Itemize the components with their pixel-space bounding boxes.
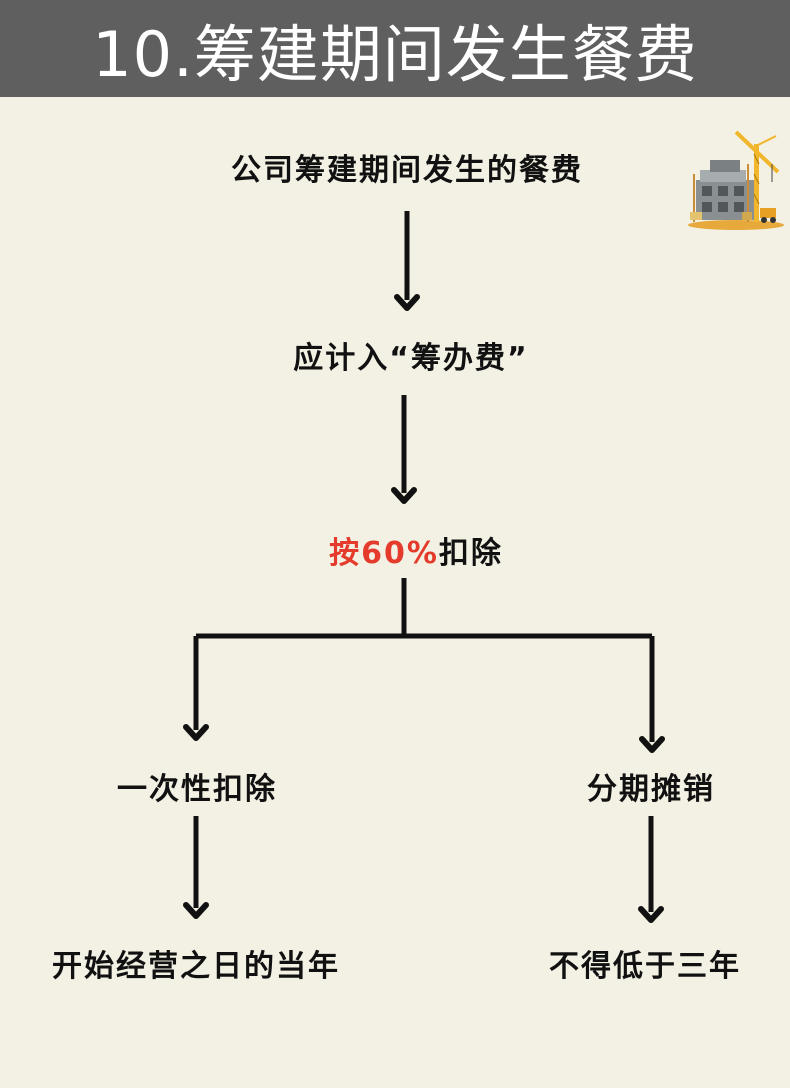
node-right-result: 不得低于三年 xyxy=(549,949,741,984)
node-deduction-rate: 按60%扣除 xyxy=(329,528,503,572)
arrow-2-head xyxy=(391,487,417,504)
arrow-right-head xyxy=(638,906,664,923)
node-left-result: 开始经营之日的当年 xyxy=(52,949,340,984)
node-one-time-deduction: 一次性扣除 xyxy=(117,772,277,807)
node-company-meal-expense: 公司筹建期间发生的餐费 xyxy=(231,153,583,188)
page-title: 10.筹建期间发生餐费 xyxy=(0,0,790,97)
branch-right-head xyxy=(639,736,665,753)
construction-building-icon xyxy=(688,130,784,230)
node-amortization: 分期摊销 xyxy=(587,772,715,807)
node-preparation-fee: 应计入“筹办费” xyxy=(293,341,529,376)
branch-left-head xyxy=(183,724,209,741)
deduction-rate-highlight: 按60% xyxy=(329,536,439,571)
deduction-label: 扣除 xyxy=(438,536,503,571)
arrow-1-head xyxy=(394,294,420,311)
arrow-left-head xyxy=(183,902,209,919)
